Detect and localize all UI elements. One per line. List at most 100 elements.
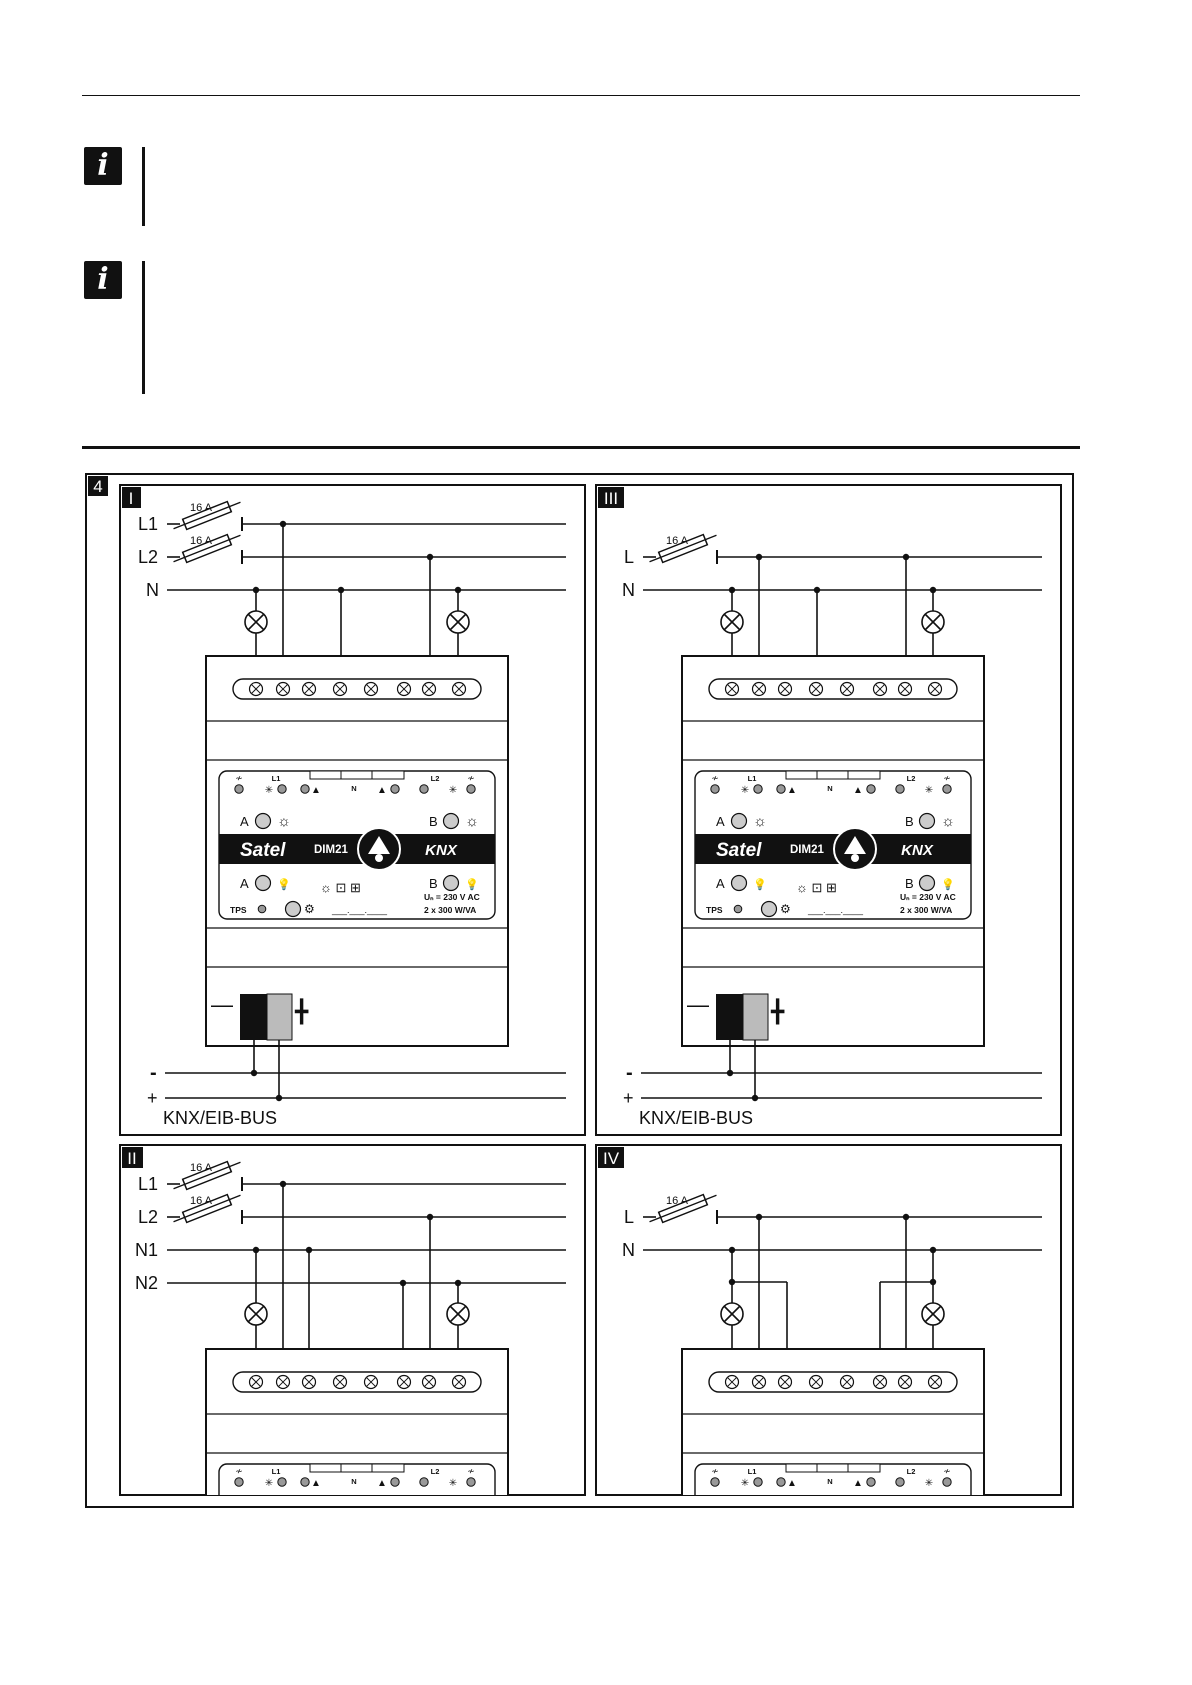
wave-glyph: ≁ — [235, 1466, 243, 1476]
bus-connector-black — [716, 994, 743, 1040]
junction-dot — [726, 1069, 734, 1077]
screw-slot — [780, 1377, 790, 1387]
wave-glyph: ≁ — [711, 773, 719, 783]
screw-slot — [454, 1377, 464, 1387]
status-glyph: ✳ — [741, 785, 749, 796]
status-led — [466, 1477, 476, 1487]
status-led — [234, 784, 244, 794]
channel-b-label: B — [429, 1507, 438, 1522]
model-label: DIM21 — [790, 1537, 824, 1549]
status-glyph: ✳ — [925, 1478, 933, 1489]
wave-glyph: ≁ — [467, 1466, 475, 1476]
screw-slot — [727, 1377, 737, 1387]
rating-line-2: 2 x 300 W/VA — [424, 1598, 476, 1608]
lamp-cross — [247, 1305, 265, 1323]
screw-slot — [278, 684, 288, 694]
figure-number-badge — [88, 476, 108, 496]
screw-slot — [930, 684, 940, 694]
status-glyph: ✳ — [741, 1478, 749, 1489]
wave-glyph: ≁ — [943, 1466, 951, 1476]
channel-b-led — [444, 1569, 459, 1584]
prog-button — [284, 900, 302, 918]
line-label-l: L — [624, 547, 634, 567]
panel-id-badge — [598, 487, 624, 508]
screw-slot — [335, 684, 345, 694]
lamp-logo — [834, 1521, 876, 1563]
brand-logo: Satel — [240, 840, 286, 861]
terminal-tab — [309, 1463, 405, 1473]
bus-connector-grey — [266, 993, 293, 1041]
status-glyph: ▲ — [787, 1478, 797, 1489]
note-bar — [142, 147, 145, 226]
knx-logo: KNX — [425, 1535, 458, 1552]
panel-frame-I — [119, 484, 586, 1136]
wrench-icon: ⚙ — [304, 1595, 315, 1609]
tps-led — [734, 1598, 742, 1606]
status-led — [277, 784, 287, 794]
terminal-label-l1: L1 — [272, 1467, 281, 1476]
lamp-on-glyph: ☼ — [941, 813, 955, 830]
lamp-logo-bulb — [375, 854, 383, 862]
knx-logo: KNX — [425, 842, 458, 859]
screw-slot — [754, 1377, 764, 1387]
screw-slot — [251, 1377, 261, 1387]
status-led — [300, 784, 310, 794]
status-glyph: ✳ — [925, 785, 933, 796]
terminal-label-n: N — [827, 784, 832, 793]
channel-a-label: A — [716, 1507, 725, 1522]
screw-slot — [780, 684, 790, 694]
screw-slot — [424, 684, 434, 694]
status-led — [277, 1477, 287, 1487]
channel-b-led — [920, 1569, 935, 1584]
model-label: DIM21 — [790, 844, 824, 856]
bus-minus-symbol: — — [211, 992, 233, 1017]
fuse-wire — [173, 1194, 241, 1223]
status-led — [753, 784, 763, 794]
line-label-n: N — [146, 580, 159, 600]
note-bar — [142, 261, 145, 394]
terminal-strip — [232, 678, 482, 700]
bus-plus-label: + — [623, 1088, 634, 1108]
bus-connector-black — [240, 994, 267, 1040]
line-label-l1: L1 — [138, 1174, 158, 1194]
bulb-glyph: 💡 — [277, 878, 291, 891]
prog-button — [760, 900, 778, 918]
lamp-on-glyph: ☼ — [753, 1506, 767, 1523]
fuse-wire — [173, 1161, 241, 1190]
model-label: DIM21 — [314, 844, 348, 856]
fuse-label: 16 A — [190, 535, 213, 547]
status-glyph: ▲ — [853, 1478, 863, 1489]
channel-b-label: B — [429, 1569, 438, 1584]
channel-a-label: A — [240, 876, 249, 891]
lamp-logo-bulb — [375, 1547, 383, 1555]
tps-label: TPS — [230, 905, 247, 915]
junction-dot — [275, 1094, 283, 1102]
line-label-n2: N2 — [135, 1273, 158, 1293]
panel-frame-III — [595, 484, 1062, 1136]
channel-a-button — [730, 812, 748, 830]
status-glyph: ▲ — [311, 1478, 321, 1489]
lamp-cross — [723, 613, 741, 631]
line-label-l2: L2 — [138, 1207, 158, 1227]
tps-led — [257, 904, 267, 914]
status-glyph: ▲ — [853, 785, 863, 796]
bus-minus-symbol: — — [687, 992, 709, 1017]
bulb-glyph: 💡 — [941, 878, 955, 891]
channel-b-label: B — [905, 814, 914, 829]
status-led — [390, 784, 400, 794]
wave-glyph: ≁ — [467, 773, 475, 783]
lamp-logo — [358, 1521, 400, 1563]
lamp-logo-shade — [368, 836, 390, 854]
rating-line-1: Uₙ = 230 V AC — [424, 1585, 480, 1595]
bus-minus-label: - — [150, 1062, 157, 1084]
channel-a-led — [730, 874, 748, 892]
serial-number-field: ___.___.____ — [331, 905, 388, 915]
screw-slot — [399, 684, 409, 694]
lamp-logo-shade — [844, 836, 866, 854]
terminal-label-l2: L2 — [431, 774, 440, 783]
rating-line-1: Uₙ = 230 V AC — [900, 892, 956, 902]
screw-slot — [251, 684, 261, 694]
line-label-l2: L2 — [138, 547, 158, 567]
